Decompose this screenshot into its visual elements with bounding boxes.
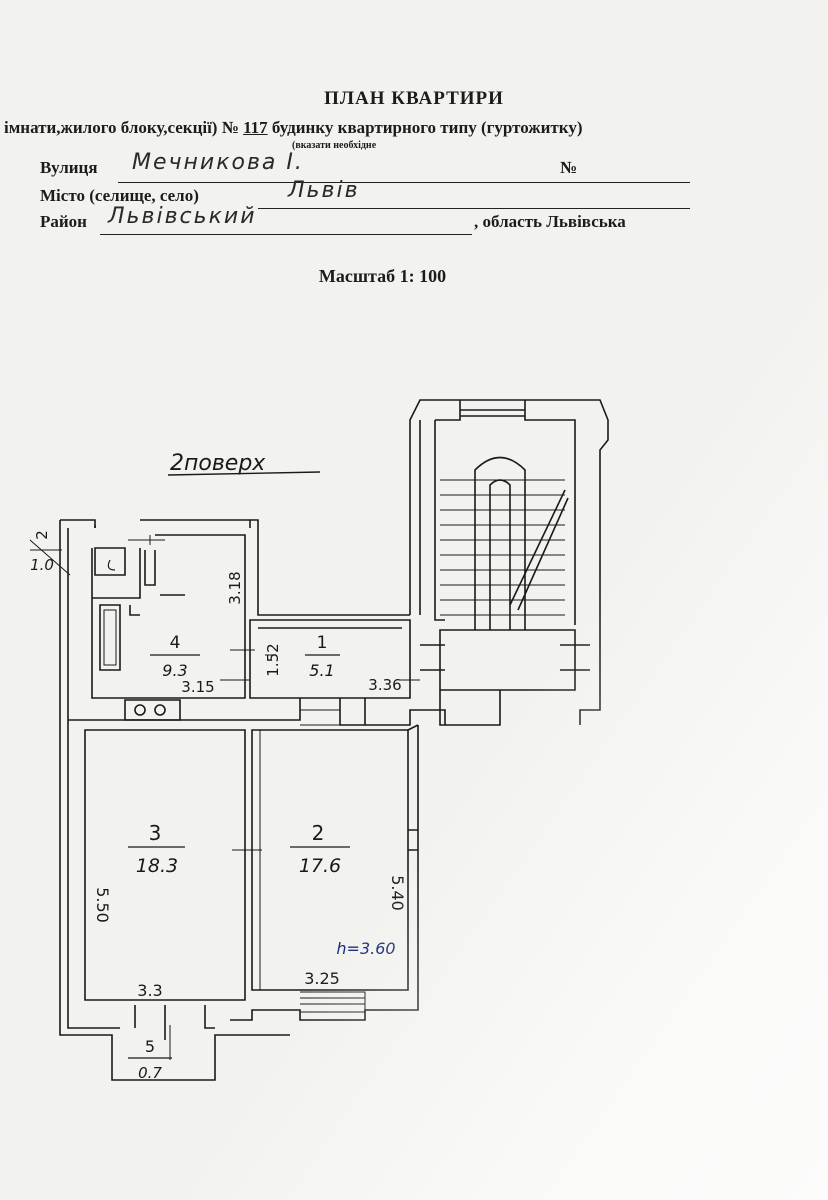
room-number: 3 xyxy=(149,821,162,845)
dimension-label: 3.36 xyxy=(368,676,401,694)
document-subtitle: імнати,жилого блоку,секції) № 117 будинк… xyxy=(4,118,824,138)
dimension-label: 3.3 xyxy=(137,981,162,1000)
dimension-label: 5.40 xyxy=(388,875,407,911)
room-number: 5 xyxy=(145,1037,155,1056)
ceiling-height-note: h=3.60 xyxy=(336,939,395,958)
room-area: 0.7 xyxy=(138,1064,162,1082)
subtitle-suffix: будинку квартирного типу (гуртожитку) xyxy=(271,118,583,137)
room-number: 4 xyxy=(170,633,181,653)
district-value: Львівський xyxy=(108,204,257,229)
subtitle-note: (вказати необхідне xyxy=(292,140,377,151)
room-area: 17.6 xyxy=(299,855,341,877)
city-underline xyxy=(258,208,690,209)
region-text: , область Львівська xyxy=(474,212,626,231)
district-underline xyxy=(100,234,472,235)
floor-plan: 2поверх 1 5.1 2 17.6 3 18.3 4 9.3 5 0.7 … xyxy=(29,399,609,1082)
room-number: 1 xyxy=(317,633,328,653)
city-label: Місто (селище, село) xyxy=(40,186,199,205)
city-value: Львів xyxy=(288,178,360,203)
dimension-label: 3.15 xyxy=(181,678,214,696)
room-area: 5.1 xyxy=(309,661,334,680)
room-area: 1.0 xyxy=(30,556,54,574)
street-underline xyxy=(118,182,690,183)
room-area: 18.3 xyxy=(136,855,178,877)
district-label: Район xyxy=(40,212,87,231)
dimension-label: 1.52 xyxy=(264,643,282,676)
document-title: ПЛАН КВАРТИРИ xyxy=(324,88,504,109)
room-number: 2 xyxy=(33,530,51,540)
apartment-number: 117 xyxy=(243,118,268,137)
street-value: Мечникова І. xyxy=(132,150,304,175)
dimension-label: 5.50 xyxy=(93,887,112,923)
scale-label: Масштаб 1: 100 xyxy=(318,266,447,286)
street-label: Вулиця xyxy=(40,158,98,177)
house-number-label: № xyxy=(560,158,578,177)
floor-label: 2поверх xyxy=(170,451,266,476)
room-number: 2 xyxy=(312,821,325,845)
dimension-label: 3.18 xyxy=(226,571,244,604)
subtitle-prefix: імнати,жилого блоку,секції) № xyxy=(4,118,239,137)
dimension-label: 3.25 xyxy=(304,969,340,988)
